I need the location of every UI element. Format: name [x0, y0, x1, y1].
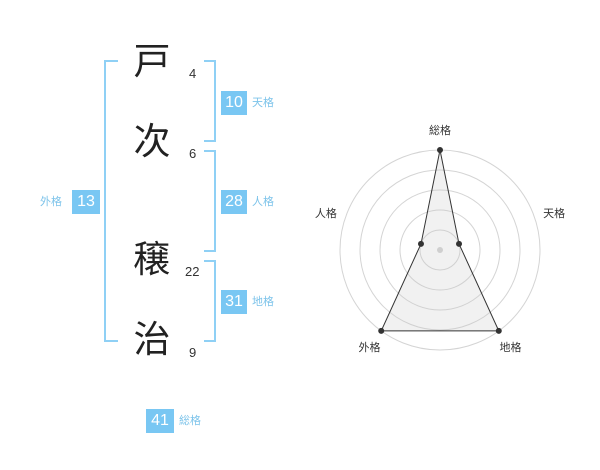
gaikaku-bracket	[104, 60, 118, 342]
stroke-count-3: 22	[185, 264, 200, 279]
chikaku-label: 地格	[252, 295, 274, 308]
jinkaku-label: 人格	[252, 195, 274, 208]
radar-ring-1	[419, 229, 461, 271]
soukaku-label: 総格	[179, 414, 201, 427]
stroke-count-4: 9	[189, 345, 197, 360]
jinkaku-badge: 28	[221, 190, 247, 214]
radar-axis-label-2: 天格	[543, 206, 565, 220]
tenkaku-label: 天格	[252, 96, 274, 109]
chikaku-badge: 31	[221, 290, 247, 314]
radar-point-4	[378, 327, 385, 334]
name-char-4: 治	[133, 318, 171, 361]
chikaku-bracket	[204, 260, 216, 342]
radar-point-1	[437, 147, 443, 153]
stroke-count-1: 4	[189, 66, 197, 81]
radar-center	[437, 247, 443, 253]
radar-point-5	[417, 240, 424, 247]
radar-data-polygon	[380, 149, 500, 332]
radar-axis-label-3: 地格	[500, 340, 522, 354]
radar-axis-label-1: 総格	[429, 123, 451, 137]
jinkaku-bracket	[204, 150, 216, 252]
stroke-count-2: 6	[189, 146, 197, 161]
radar-ring-4	[359, 169, 521, 331]
radar-ring-3	[379, 189, 501, 311]
radar-axis-label-4: 外格	[359, 340, 381, 354]
name-char-3: 穣	[133, 238, 171, 281]
name-char-1: 戸	[133, 40, 171, 83]
radar-point-3	[495, 327, 502, 334]
radar-axis-label-5: 人格	[315, 206, 337, 220]
tenkaku-badge: 10	[221, 91, 247, 115]
radar-point-2	[456, 240, 463, 247]
gaikaku-badge: 13	[72, 190, 100, 214]
soukaku-badge: 41	[146, 409, 174, 433]
tenkaku-bracket	[204, 60, 216, 142]
radar-ring-2	[399, 209, 481, 291]
name-char-2: 次	[133, 120, 171, 163]
gaikaku-label: 外格	[40, 195, 62, 208]
